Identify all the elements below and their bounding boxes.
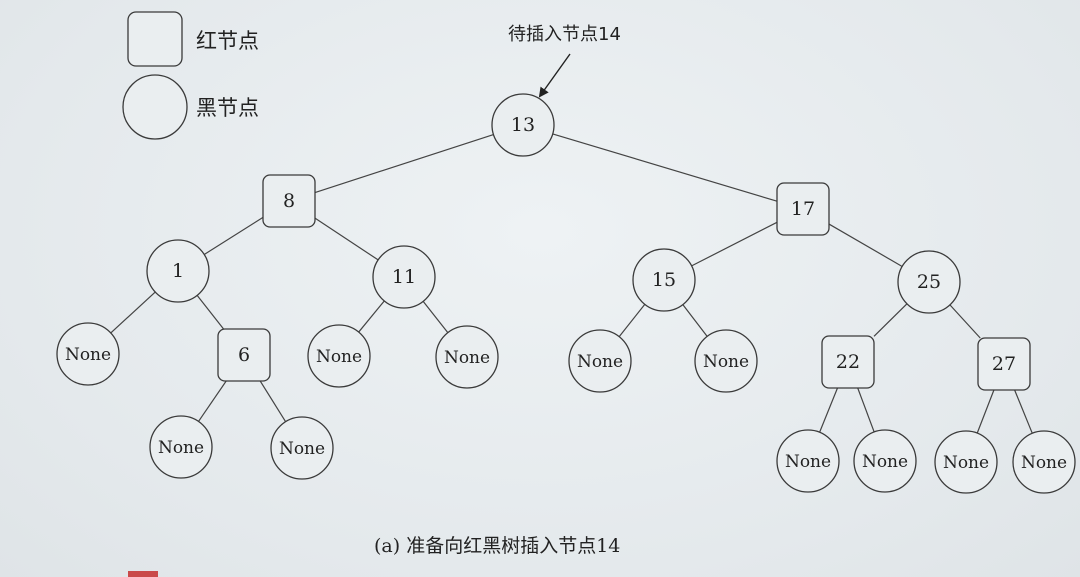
black-node-circle [897, 250, 961, 314]
black-node-circle [435, 325, 499, 389]
node-label: None [862, 452, 908, 472]
red-node-22: 22 [821, 335, 875, 389]
node-label: 6 [238, 344, 250, 366]
black-node-circle [270, 416, 334, 480]
legend-red-node-square [127, 11, 183, 67]
tree-edge-n1-n6 [196, 295, 225, 330]
tree-edge-n13-n8 [314, 134, 494, 194]
node-label: None [577, 352, 623, 372]
black-node-circle [491, 93, 555, 157]
node-label: None [316, 347, 362, 367]
node-label: None [785, 452, 831, 472]
nil-leaf-node: None [56, 322, 120, 386]
black-node-1: 1 [146, 239, 210, 303]
black-node-circle [372, 245, 436, 309]
tree-edge-n22-nil-i [857, 387, 875, 433]
nil-leaf-node: None [270, 416, 334, 480]
tree-edge-n1-nil-a [110, 291, 156, 334]
legend: 红节点 黑节点 [122, 11, 259, 140]
red-node-square [977, 337, 1031, 391]
nil-leaf-node: None [568, 329, 632, 393]
node-label: None [703, 352, 749, 372]
tree-edge-n11-nil-e [422, 300, 449, 334]
insert-annotation-text: 待插入节点14 [508, 24, 621, 45]
node-label: None [279, 439, 325, 459]
node-label: None [444, 348, 490, 368]
black-node-circle [149, 415, 213, 479]
red-node-8: 8 [262, 174, 316, 228]
node-label: None [1021, 453, 1067, 473]
tree-edge-n8-n11 [314, 217, 379, 261]
tree-edge-n17-n15 [691, 221, 778, 267]
tree-edge-n11-nil-d [358, 300, 385, 333]
red-node-square [776, 182, 830, 236]
node-label: 1 [172, 260, 184, 282]
tree-edge-n15-nil-g [682, 304, 708, 337]
black-node-25: 25 [897, 250, 961, 314]
page-edge-mark [128, 571, 158, 577]
insert-annotation: 待插入节点14 [508, 24, 621, 98]
insert-arrow [538, 53, 571, 98]
black-node-13: 13 [491, 93, 555, 157]
tree-edges [110, 133, 1033, 434]
tree-edge-n27-nil-j [976, 389, 995, 434]
tree-edge-n6-nil-c [259, 380, 287, 423]
legend-red-label: 红节点 [196, 29, 259, 53]
tree-edge-n15-nil-f [618, 303, 646, 338]
legend-black-label: 黑节点 [196, 96, 259, 120]
legend-black-node-circle [122, 74, 188, 140]
node-label: 27 [992, 353, 1016, 375]
nil-leaf-node: None [776, 429, 840, 493]
black-node-circle [307, 324, 371, 388]
black-node-circle [1012, 430, 1076, 494]
tree-edge-n6-nil-b [198, 380, 227, 422]
red-node-6: 6 [217, 328, 271, 382]
node-label: 17 [791, 198, 815, 220]
nil-leaf-node: None [934, 430, 998, 494]
tree-edge-n17-n25 [828, 223, 903, 267]
node-label: None [943, 453, 989, 473]
red-node-square [217, 328, 271, 382]
nil-leaf-node: None [694, 329, 758, 393]
black-node-circle [776, 429, 840, 493]
tree-edge-n13-n17 [552, 133, 778, 202]
black-node-circle [568, 329, 632, 393]
nil-leaf-node: None [1012, 430, 1076, 494]
black-node-circle [934, 430, 998, 494]
node-label: None [65, 345, 111, 365]
tree-edge-n27-nil-k [1014, 389, 1033, 434]
black-node-circle [56, 322, 120, 386]
node-label: None [158, 438, 204, 458]
black-node-circle [694, 329, 758, 393]
red-node-square [262, 174, 316, 228]
nil-leaf-node: None [307, 324, 371, 388]
tree-edge-n8-n1 [203, 216, 264, 255]
tree-edge-n25-n27 [949, 304, 981, 339]
nil-leaf-node: None [149, 415, 213, 479]
node-label: 8 [283, 190, 295, 212]
nil-leaf-node: None [435, 325, 499, 389]
node-label: 11 [392, 266, 416, 288]
figure-caption: (a) 准备向红黑树插入节点14 [374, 535, 620, 557]
red-node-17: 17 [776, 182, 830, 236]
node-label: 22 [836, 351, 860, 373]
nil-leaf-node: None [853, 429, 917, 493]
tree-edge-n25-n22 [873, 303, 908, 337]
red-node-square [821, 335, 875, 389]
node-label: 25 [917, 271, 941, 293]
black-node-circle [146, 239, 210, 303]
black-node-15: 15 [632, 248, 696, 312]
tree-edge-n22-nil-h [819, 387, 839, 433]
black-node-circle [853, 429, 917, 493]
node-label: 15 [652, 269, 676, 291]
node-label: 13 [511, 114, 535, 136]
red-node-27: 27 [977, 337, 1031, 391]
black-node-11: 11 [372, 245, 436, 309]
black-node-circle [632, 248, 696, 312]
